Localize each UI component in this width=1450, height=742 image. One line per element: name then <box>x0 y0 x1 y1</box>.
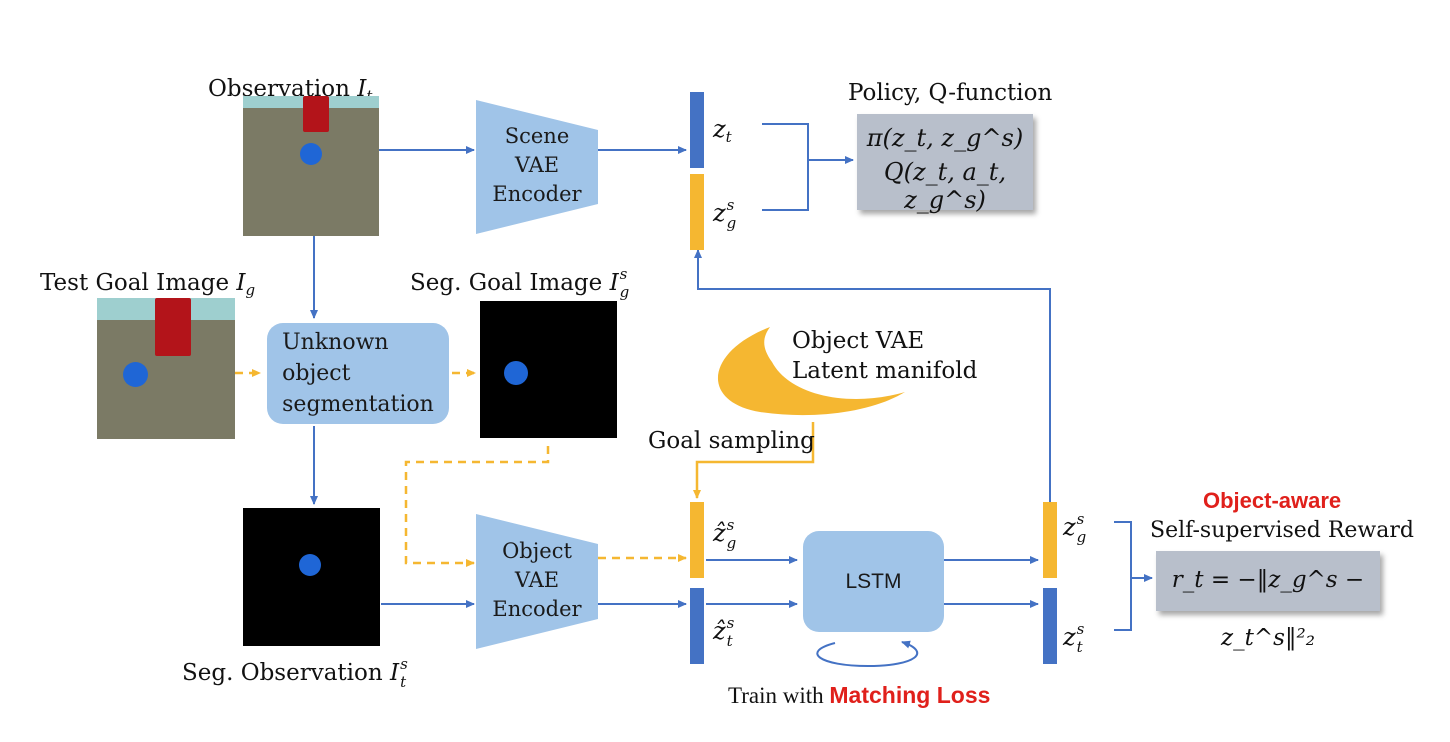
policy-q-label: Policy, Q-function <box>848 80 1053 106</box>
bracket-policy <box>762 123 809 211</box>
lstm-block: LSTM <box>803 531 944 632</box>
scene-vae-encoder-shape <box>476 100 598 234</box>
scene-vae-encoder-label: Scene VAE Encoder <box>492 124 582 206</box>
zt-label: zt <box>713 115 732 146</box>
goal-sampling-label: Goal sampling <box>648 428 815 454</box>
lstm-label: LSTM <box>845 570 902 593</box>
zt-latent-bar <box>690 92 704 168</box>
object-vae-encoder-shape <box>476 514 598 649</box>
unknown-object-segmentation-block: Unknown object segmentation <box>267 323 449 424</box>
zt-hat-latent-bar <box>690 588 704 664</box>
object-vae-manifold-shape <box>717 327 905 416</box>
zt-output-latent-bar <box>1043 588 1057 664</box>
observation-image <box>243 96 379 236</box>
train-with-matching-loss-label: Train with Matching Loss <box>728 682 991 708</box>
zg-hat-latent-bar <box>690 502 704 578</box>
object-vae-manifold-label: Object VAE Latent manifold <box>792 328 978 384</box>
test-goal-image-label: Test Goal Image Ig <box>40 270 256 299</box>
feedback-zg-to-top <box>694 249 1051 502</box>
seg-goal-image <box>480 301 617 438</box>
test-goal-image <box>97 298 235 439</box>
seg-observation-image <box>243 508 380 646</box>
policy-q-output-box: π(z_t, z_g^s) Q(z_t, a_t, z_g^s) <box>857 114 1033 214</box>
reward-formula-box: r_t = −‖z_g^s − z_t^s‖²₂ <box>1156 551 1380 651</box>
policy-formula: π(z_t, z_g^s) <box>866 124 1024 152</box>
goal-sampling-line <box>693 422 815 499</box>
object-vae-encoder-label: Object VAE Encoder <box>492 539 582 621</box>
zg-latent-bar <box>690 174 704 250</box>
lstm-recurrent-loop <box>816 640 919 668</box>
dashed-seg-goal-to-object-encoder <box>404 446 550 567</box>
zg-output-latent-bar <box>1043 502 1057 578</box>
q-function-formula: Q(z_t, a_t, z_g^s) <box>883 158 1007 214</box>
reward-formula: r_t = −‖z_g^s − z_t^s‖²₂ <box>1171 567 1365 651</box>
object-aware-label: Object-aware <box>1203 488 1342 513</box>
self-supervised-reward-label: Self-supervised Reward <box>1150 518 1414 543</box>
bracket-reward <box>1114 521 1132 631</box>
